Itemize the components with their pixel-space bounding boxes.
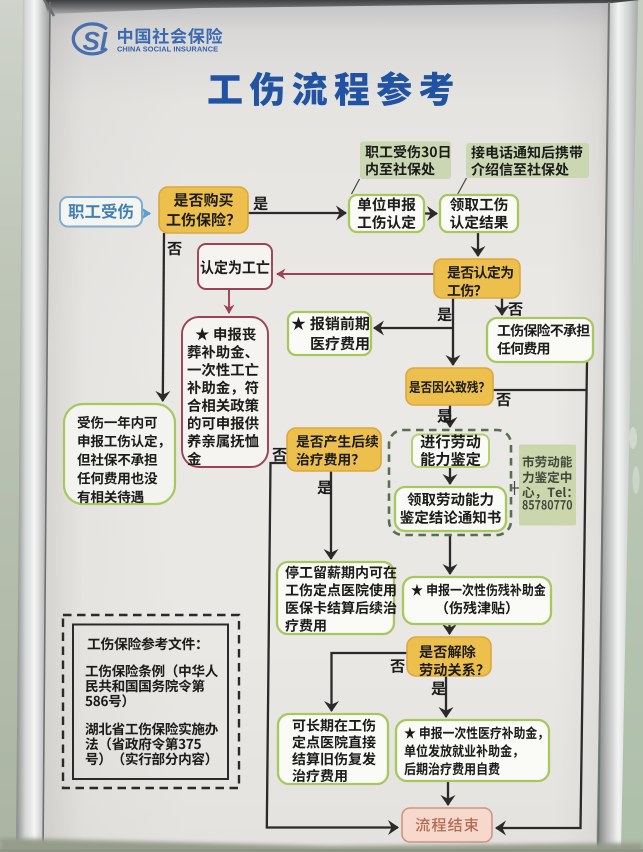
svg-text:SI: SI [83,26,108,56]
svg-text:CHINA SOCIAL INSURANCE: CHINA SOCIAL INSURANCE [117,45,218,54]
